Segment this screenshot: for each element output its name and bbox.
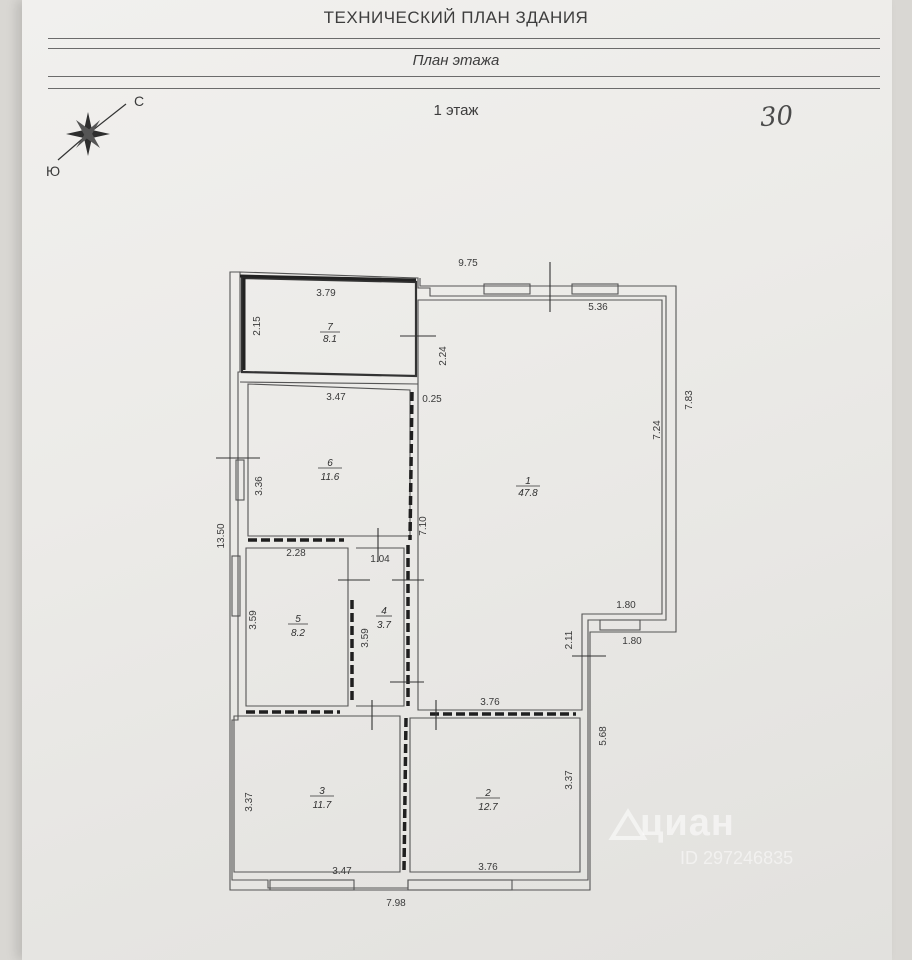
room-3-area: 11.7	[313, 800, 332, 811]
dim-right-lower: 5.68	[598, 726, 609, 746]
dim-r2-height: 3.37	[564, 770, 575, 790]
header-rule-3	[48, 76, 880, 77]
room-4-area: 3.7	[377, 620, 391, 631]
room-4-number: 4	[381, 606, 387, 617]
room-2-number: 2	[484, 788, 491, 799]
plan-subtitle: План этажа	[412, 52, 500, 69]
dim-corridor: 7.10	[418, 516, 429, 536]
dimension-labels: 9.75 3.79 5.36 0.25 3.47 2.28 1.04 1.80 …	[216, 258, 695, 909]
windows	[231, 283, 641, 891]
bearing-walls	[246, 391, 576, 871]
header-rule-2	[48, 48, 880, 49]
door-markers	[216, 262, 606, 730]
outer-walls	[229, 271, 677, 891]
room-7-top-wall	[239, 274, 417, 282]
room-5-number: 5	[295, 614, 301, 625]
dim-bottom-overall: 7.98	[386, 898, 406, 909]
room-6-number: 6	[327, 458, 333, 469]
dim-r7-width: 3.79	[316, 288, 336, 299]
dim-r3-height: 3.37	[244, 792, 255, 812]
dim-r6-height: 3.36	[254, 476, 265, 496]
room-labels: 7 8.1 6 11.6 1 47.8 5 8.2 4 3.7 3 11.7 2…	[288, 322, 540, 813]
dim-r4-height: 3.59	[360, 628, 371, 648]
dim-r5-width: 2.28	[286, 548, 306, 559]
compass-north-label: С	[134, 93, 144, 109]
dim-notch-top: 1.80	[616, 600, 636, 611]
room-7-outline	[240, 276, 418, 378]
room-1-number: 1	[525, 476, 531, 487]
dim-r1-wall: 0.25	[422, 394, 442, 405]
compass-south-label: Ю	[46, 163, 60, 179]
dim-r1-height: 7.24	[652, 420, 663, 440]
dim-left-overall: 13.50	[216, 523, 227, 548]
dim-notch-height: 2.11	[564, 630, 575, 649]
compass-rose-icon	[57, 103, 127, 161]
room-6-area: 11.6	[321, 472, 340, 483]
room-5-area: 8.2	[291, 628, 305, 639]
dim-r1-gap: 2.24	[438, 346, 449, 366]
dim-top-overall: 9.75	[458, 258, 478, 269]
header-rule-4	[48, 88, 880, 89]
room-2-area: 12.7	[478, 802, 498, 813]
document-sheet	[22, 0, 892, 960]
document-title: ТЕХНИЧЕСКИЙ ПЛАН ЗДАНИЯ	[323, 8, 589, 27]
dim-r6-width: 3.47	[326, 392, 346, 403]
dim-r7-height: 2.15	[252, 316, 263, 336]
cian-logo-icon	[608, 808, 648, 840]
watermark-id: ID 297246835	[680, 848, 794, 868]
dim-r3-bottom: 3.47	[332, 866, 352, 877]
room-3-number: 3	[319, 786, 325, 797]
dim-r2-top: 3.76	[480, 697, 500, 708]
room-7-area: 8.1	[323, 334, 337, 345]
dim-right-overall: 7.83	[684, 390, 695, 410]
room-1-area: 47.8	[518, 488, 538, 499]
floor-label: 1 этаж	[433, 102, 479, 119]
watermark-brand: циан	[640, 802, 735, 844]
dim-notch-side: 1.80	[622, 636, 642, 647]
dim-r5-height: 3.59	[248, 610, 259, 630]
interior-walls	[233, 299, 663, 873]
dim-r2-bottom: 3.76	[478, 862, 498, 873]
dim-r1-top: 5.36	[588, 302, 608, 313]
dim-r4-width: 1.04	[370, 554, 390, 565]
header-rule-1	[48, 38, 880, 39]
room-7-number: 7	[327, 322, 333, 333]
